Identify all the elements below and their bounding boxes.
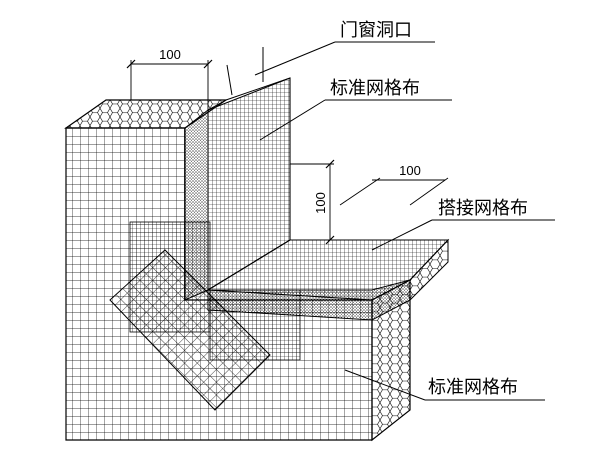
dimension-top-label: 100 — [159, 47, 181, 62]
label-standard-mesh-top: 标准网格布 — [330, 78, 420, 99]
dimension-right-label: 100 — [399, 163, 421, 178]
dimension-right-width: 100 — [339, 163, 449, 206]
diagonal-reinforcement-mesh — [109, 249, 271, 411]
leader-standard-mesh-top: 标准网格布 — [259, 78, 452, 141]
leader-overlap-mesh: 搭接网格布 — [371, 198, 555, 251]
label-standard-mesh-bottom: 标准网格布 — [428, 377, 518, 398]
leader-opening: 门窗洞口 — [226, 20, 435, 96]
dimension-vertical-label: 100 — [313, 192, 328, 214]
dimension-top-width: 100 — [126, 47, 213, 110]
leader-standard-mesh-bottom: 标准网格布 — [344, 369, 545, 401]
label-overlap-mesh: 搭接网格布 — [438, 198, 528, 219]
label-opening: 门窗洞口 — [340, 20, 412, 41]
dimension-vertical: 100 — [290, 159, 335, 245]
